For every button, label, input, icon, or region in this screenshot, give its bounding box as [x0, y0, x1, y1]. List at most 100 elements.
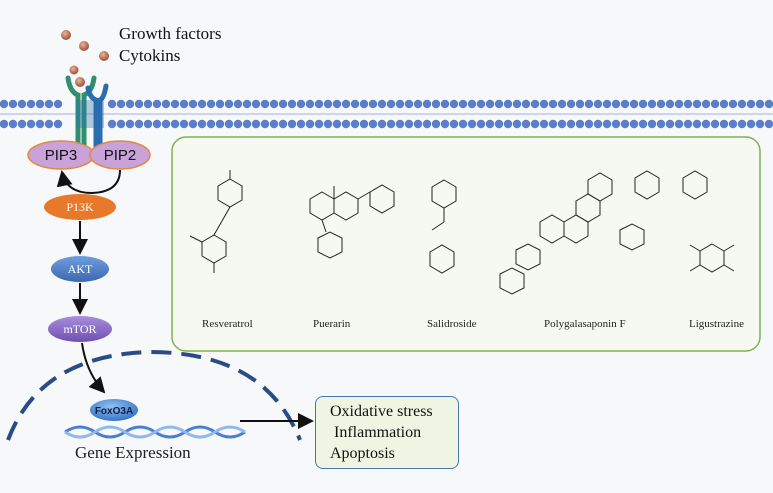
membrane-lipid-dot — [35, 119, 45, 129]
membrane-lipid-dot — [503, 119, 513, 129]
membrane-lipid-dot — [485, 99, 495, 109]
membrane-lipid-dot — [197, 99, 207, 109]
membrane-lipid-dot — [512, 99, 522, 109]
membrane-lipid-dot — [746, 99, 756, 109]
membrane-lipid-dot — [143, 119, 153, 129]
mtor-node: mTOR — [48, 316, 112, 342]
membrane-lipid-dot — [170, 99, 180, 109]
membrane-lipid-dot — [458, 119, 468, 129]
membrane-lipid-dot — [647, 119, 657, 129]
compound-name-salidroside: Salidroside — [427, 318, 477, 330]
dna-helix-icon — [64, 425, 246, 439]
membrane-lipid-dot — [440, 99, 450, 109]
membrane-lipid-dot — [125, 99, 135, 109]
membrane-lipid-dot — [395, 99, 405, 109]
outcome-apoptosis: Apoptosis — [330, 445, 395, 462]
membrane-lipid-dot — [674, 99, 684, 109]
membrane-lipid-dot — [53, 119, 63, 129]
membrane-lipid-dot — [143, 99, 153, 109]
membrane-lipid-dot — [323, 99, 333, 109]
membrane-lipid-dot — [755, 99, 765, 109]
membrane-lipid-dot — [566, 119, 576, 129]
compound-panel — [171, 136, 761, 352]
membrane-lipid-dot — [413, 119, 423, 129]
membrane-lipid-dot — [746, 119, 756, 129]
pi3k-node: P13K — [44, 194, 116, 220]
foxo3a-label: FoxO3A — [95, 406, 133, 417]
membrane-lipid-dot — [161, 119, 171, 129]
membrane-lipid-dot — [278, 119, 288, 129]
membrane-lipid-dot — [539, 99, 549, 109]
pip-conversion-arrow — [56, 169, 121, 195]
membrane-lipid-dot — [278, 99, 288, 109]
membrane-lipid-dot — [737, 119, 747, 129]
membrane-lipid-dot — [557, 119, 567, 129]
membrane-lipid-dot — [233, 99, 243, 109]
membrane-lipid-dot — [215, 99, 225, 109]
membrane-lipid-dot — [332, 99, 342, 109]
membrane-lipid-dot — [764, 119, 773, 129]
membrane-lipid-dot — [494, 119, 504, 129]
membrane-lipid-dot — [134, 119, 144, 129]
membrane-lipid-dot — [26, 99, 36, 109]
puerarin-structure-icon — [309, 184, 395, 259]
membrane-lipid-dot — [152, 99, 162, 109]
membrane-lipid-dot — [0, 119, 9, 129]
membrane-lipid-dot — [359, 99, 369, 109]
membrane-lipid-dot — [251, 119, 261, 129]
growth-factor-ligand-icon — [61, 30, 109, 87]
membrane-lipid-dot — [449, 99, 459, 109]
membrane-lipid-dot — [404, 99, 414, 109]
membrane-lipid-dot — [197, 119, 207, 129]
membrane-lipid-dot — [692, 99, 702, 109]
membrane-lipid-dot — [107, 119, 117, 129]
membrane-lipid-dot — [503, 99, 513, 109]
membrane-lipid-dot — [161, 99, 171, 109]
membrane-lipid-dot — [710, 119, 720, 129]
membrane-lipid-dot — [206, 119, 216, 129]
membrane-lipid-dot — [629, 99, 639, 109]
membrane-lipid-dot — [575, 99, 585, 109]
membrane-lipid-dot — [44, 119, 54, 129]
membrane-lipid-dot — [170, 119, 180, 129]
membrane-lipid-dot — [287, 119, 297, 129]
membrane-lipid-dot — [323, 119, 333, 129]
membrane-lipid-dot — [719, 99, 729, 109]
membrane-lipid-dot — [53, 99, 63, 109]
membrane-lipid-dot — [422, 99, 432, 109]
membrane-lipid-dot — [179, 99, 189, 109]
membrane-lipid-dot — [368, 119, 378, 129]
membrane-lipid-dot — [737, 99, 747, 109]
membrane-lipid-dot — [206, 99, 216, 109]
membrane-lipid-dot — [215, 119, 225, 129]
membrane-lipid-dot — [530, 99, 540, 109]
compound-name-puerarin: Puerarin — [313, 318, 351, 330]
membrane-lipid-dot — [305, 99, 315, 109]
membrane-lipid-dot — [728, 119, 738, 129]
cytokines-label: Cytokins — [119, 46, 181, 65]
arrow-mtor-foxo3a — [81, 342, 106, 394]
pip2-label: PIP2 — [104, 147, 137, 164]
membrane-lipid-dot — [35, 99, 45, 109]
compound-name-polygalasaponin-f: Polygalasaponin F — [544, 318, 626, 330]
membrane-lipid-dot — [188, 119, 198, 129]
akt-label: AKT — [68, 262, 93, 276]
receptor-icon — [65, 75, 109, 151]
mtor-label: mTOR — [63, 322, 96, 336]
outcome-box: Oxidative stress Inflammation Apoptosis — [315, 396, 459, 469]
membrane-lipid-dot — [602, 99, 612, 109]
membrane-lipid-dot — [467, 119, 477, 129]
membrane-lipid-dot — [629, 119, 639, 129]
membrane-lipid-dot — [296, 99, 306, 109]
membrane-lipid-dot — [548, 99, 558, 109]
membrane-lipid-dot — [521, 119, 531, 129]
membrane-lipid-dot — [647, 99, 657, 109]
membrane-lipid-dot — [377, 99, 387, 109]
growth-factors-label: Growth factors — [119, 24, 222, 43]
membrane-lipid-dot — [638, 119, 648, 129]
membrane-lipid-dot — [665, 119, 675, 129]
membrane-lipid-dot — [557, 99, 567, 109]
membrane-lipid-dot — [656, 119, 666, 129]
membrane-lipid-dot — [296, 119, 306, 129]
